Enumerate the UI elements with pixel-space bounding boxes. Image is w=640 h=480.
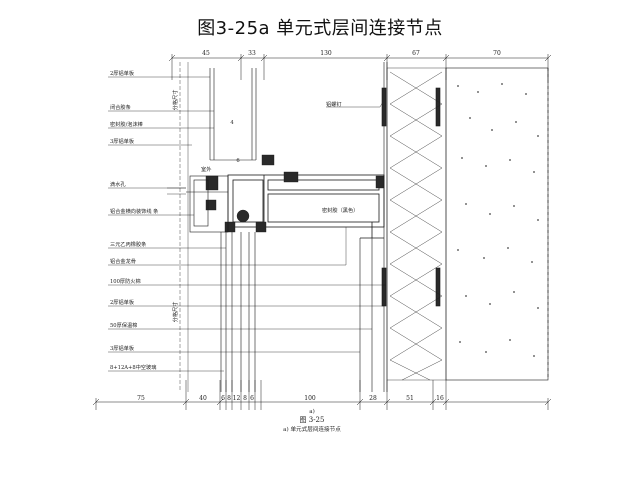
dim-top-1: 45	[202, 50, 210, 57]
dim-bottom-3: 6	[221, 395, 225, 402]
inner-number-4: 4	[230, 120, 234, 126]
dim-bottom-11: 16	[436, 395, 444, 402]
dim-top-4: 67	[412, 50, 420, 57]
label-1: 2厚铝单板	[110, 69, 135, 77]
left-reference-lines	[167, 62, 189, 392]
dim-bottom-9: 28	[369, 395, 377, 402]
bottom-dimension-line	[92, 380, 552, 410]
dim-top-5: 70	[493, 50, 501, 57]
label-4: 3厚铝单板	[110, 137, 135, 145]
label-13: 8+12A+8中空玻璃	[110, 363, 156, 371]
dim-bottom-6: 8	[243, 395, 247, 402]
dim-bottom-1: 75	[137, 395, 145, 402]
label-2: 闭合胶条	[110, 103, 131, 111]
dim-bottom-5: 12	[233, 395, 241, 402]
gaskets	[205, 154, 385, 233]
mounting-plates	[381, 87, 441, 307]
dim-bottom-8: 100	[304, 395, 316, 402]
concrete-hatch	[457, 83, 539, 357]
dim-bottom-7: 6	[250, 395, 254, 402]
label-7: 三元乙丙橡胶条	[110, 240, 146, 248]
label-5: 滴水孔	[110, 180, 126, 188]
dim-bottom-10: 51	[406, 395, 414, 402]
upper-panel	[209, 68, 257, 161]
label-6: 铝合金横向装饰线 条	[110, 207, 158, 215]
caption-figure: 图 3-25	[300, 416, 325, 424]
caption-a: a)	[309, 408, 315, 415]
inner-label-outdoor: 室外	[201, 165, 211, 173]
decorative-strip	[186, 175, 229, 233]
dim-top-3: 130	[320, 50, 332, 57]
label-12: 3厚铝单板	[110, 344, 135, 352]
label-10: 2厚铝单板	[110, 298, 135, 306]
label-3: 密封胶/泡沫棒	[110, 120, 144, 128]
caption-subtitle: a) 单元式层间连接节点	[283, 425, 341, 433]
concrete-wall	[445, 67, 549, 381]
label-9: 100厚防火棉	[110, 277, 141, 285]
label-11: 50厚保温棉	[110, 321, 137, 329]
dim-bottom-4: 8	[227, 395, 231, 402]
inner-label-sealant: 密封胶（黑色）	[322, 206, 358, 214]
page-title: 图3-25a 单元式层间连接节点	[197, 18, 443, 39]
side-label-lower: 分格尺寸	[171, 302, 179, 323]
transom-profile	[227, 174, 385, 239]
dim-bottom-2: 40	[199, 395, 207, 402]
side-label-upper: 分格尺寸	[171, 90, 179, 111]
top-dimension-line	[168, 54, 552, 80]
label-8: 铝合金龙骨	[110, 257, 136, 265]
label-leaders	[108, 76, 386, 372]
inner-number-6: 6	[236, 158, 239, 164]
dim-top-2: 33	[248, 50, 256, 57]
insulated-glass	[220, 232, 256, 392]
inner-label-bolt: 铝螺钉	[326, 100, 342, 108]
